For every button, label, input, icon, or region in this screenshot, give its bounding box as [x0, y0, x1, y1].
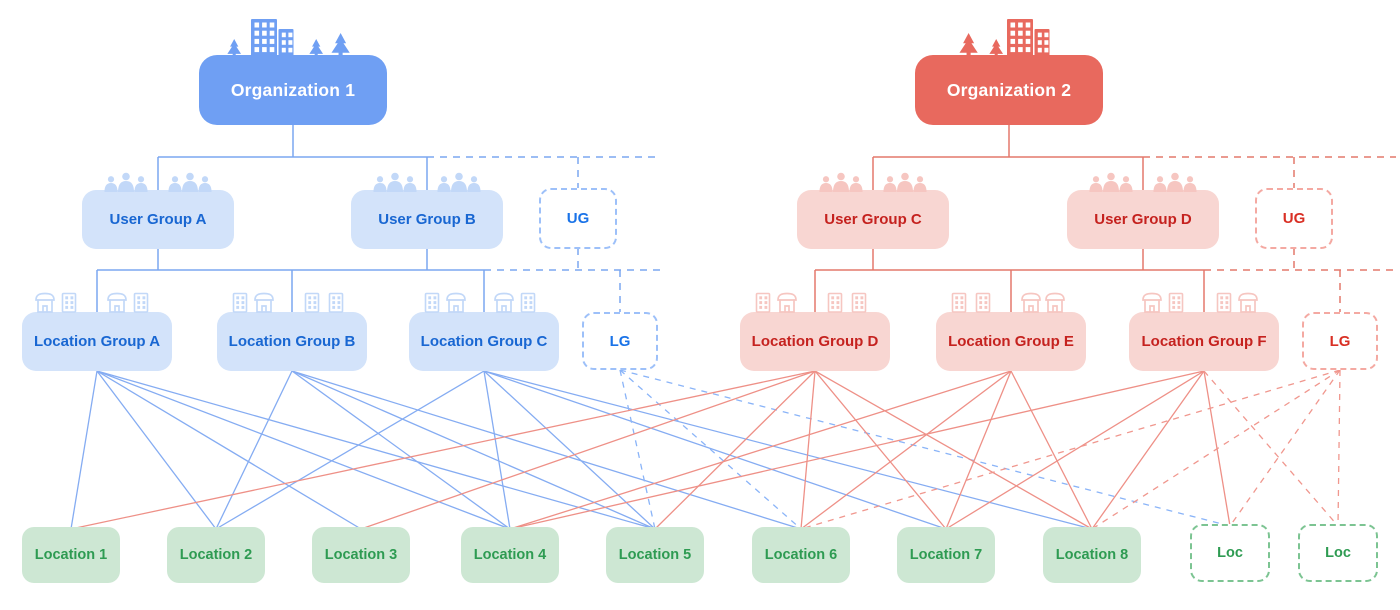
link-lgC-loc2: [215, 370, 485, 530]
node-label-lgA: Location Group A: [33, 333, 161, 350]
link-lgD-loc5: [654, 370, 816, 530]
node-label-locY: Loc: [1325, 545, 1351, 561]
link-lgC-loc4: [483, 370, 511, 530]
node-label-lgD: Location Group D: [751, 333, 879, 350]
node-loc7: Location 7: [897, 527, 995, 583]
link-lgB-loc4: [291, 370, 511, 530]
node-loc3: Location 3: [312, 527, 410, 583]
node-label-loc6: Location 6: [764, 547, 838, 563]
link-lgA-loc3: [96, 370, 362, 530]
node-label-lgC: Location Group C: [420, 333, 548, 350]
node-label-ugC: User Group C: [824, 211, 922, 228]
link-lgD-loc6: [800, 370, 816, 530]
link-lgY-loc6: [800, 369, 1341, 530]
node-label-lgX: LG: [609, 332, 631, 350]
link-lgC-loc8: [483, 370, 1093, 530]
link-lgE-loc8: [1010, 370, 1093, 530]
link-lgA-loc4: [96, 370, 511, 530]
node-label-ugA: User Group A: [109, 211, 207, 228]
node-ugY: UG: [1255, 188, 1333, 249]
link-lgE-loc4: [509, 370, 1012, 530]
link-lgD-loc1: [70, 370, 816, 530]
node-label-loc8: Location 8: [1055, 547, 1129, 563]
link-lgE-loc6: [800, 370, 1012, 530]
link-lgY-loc8: [1091, 369, 1341, 530]
node-label-ugX: UG: [566, 210, 590, 227]
node-lgF: Location Group F: [1129, 292, 1279, 371]
link-lgB-loc6: [291, 370, 802, 530]
link-lgF-loc7: [945, 370, 1205, 530]
link-lgX-loc5: [619, 369, 656, 530]
node-loc2: Location 2: [167, 527, 265, 583]
node-loc1: Location 1: [22, 527, 120, 583]
node-ugA: User Group A: [82, 172, 234, 249]
node-loc5: Location 5: [606, 527, 704, 583]
node-label-ugY: UG: [1282, 210, 1306, 227]
link-lgD-loc3: [360, 370, 816, 530]
node-label-loc4: Location 4: [473, 547, 547, 563]
node-loc8: Location 8: [1043, 527, 1141, 583]
node-ugX: UG: [539, 188, 617, 249]
node-ugC: User Group C: [797, 172, 949, 249]
node-lgC: Location Group C: [409, 292, 559, 371]
node-label-loc7: Location 7: [909, 547, 983, 563]
node-loc6: Location 6: [752, 527, 850, 583]
node-lgE: Location Group E: [936, 292, 1086, 371]
node-label-ugD: User Group D: [1094, 211, 1192, 228]
node-loc4: Location 4: [461, 527, 559, 583]
node-label-org1: Organization 1: [230, 79, 356, 100]
node-lgB: Location Group B: [217, 292, 367, 371]
link-lgX-loc6: [619, 369, 802, 530]
link-lgF-locY: [1203, 370, 1339, 527]
link-lgA-loc5: [96, 370, 656, 530]
node-locX: Loc: [1190, 524, 1270, 582]
node-label-locX: Loc: [1217, 545, 1243, 561]
link-lgB-loc5: [291, 370, 656, 530]
node-label-ugB: User Group B: [378, 211, 476, 228]
link-lgD-loc7: [814, 370, 947, 530]
node-label-lgF: Location Group F: [1141, 333, 1267, 350]
node-lgD: Location Group D: [740, 292, 890, 371]
link-lgE-loc7: [945, 370, 1012, 530]
link-lgF-loc4: [509, 370, 1205, 530]
link-lgX-locX: [619, 369, 1231, 527]
node-lgX: LG: [582, 312, 658, 370]
node-lgY: LG: [1302, 312, 1378, 370]
node-label-loc3: Location 3: [324, 547, 398, 563]
node-label-org2: Organization 2: [946, 79, 1072, 100]
link-lgY-locX: [1229, 369, 1341, 527]
node-label-loc5: Location 5: [618, 547, 692, 563]
node-org2: Organization 2: [915, 19, 1103, 125]
link-lgY-locY: [1337, 369, 1341, 527]
node-label-loc1: Location 1: [34, 547, 108, 563]
node-label-loc2: Location 2: [179, 547, 253, 563]
link-lgB-loc2: [215, 370, 293, 530]
node-ugB: User Group B: [351, 172, 503, 249]
link-lgF-loc8: [1091, 370, 1205, 530]
link-lgA-loc1: [70, 370, 98, 530]
link-lgD-loc8: [814, 370, 1093, 530]
node-ugD: User Group D: [1067, 172, 1219, 249]
node-org1: Organization 1: [199, 19, 387, 125]
node-label-lgB: Location Group B: [228, 333, 356, 350]
link-lgA-loc2: [96, 370, 217, 530]
node-label-lgY: LG: [1329, 332, 1351, 350]
link-lgC-loc7: [483, 370, 947, 530]
node-locY: Loc: [1298, 524, 1378, 582]
node-label-lgE: Location Group E: [948, 333, 1074, 350]
node-lgA: Location Group A: [22, 292, 172, 371]
